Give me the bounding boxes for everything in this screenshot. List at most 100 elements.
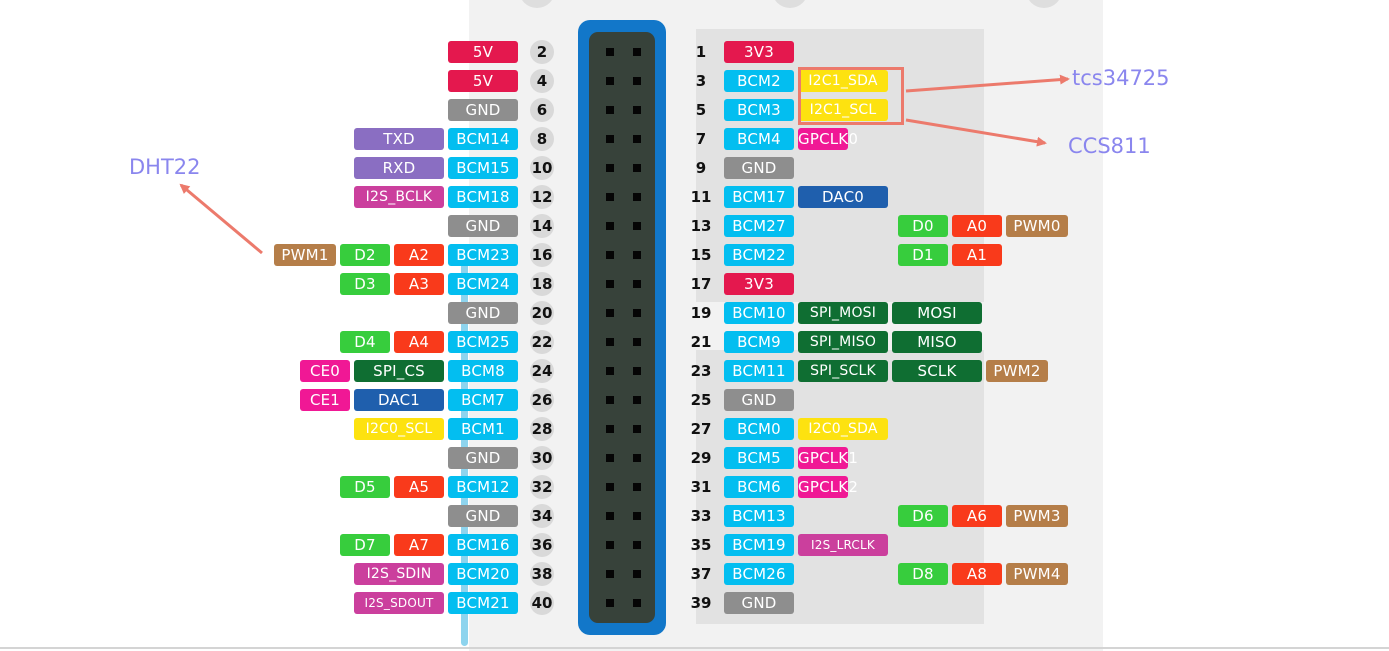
pin-label-clk: GPCLK0 [798, 128, 859, 150]
pin-label-uart: RXD [354, 157, 444, 179]
pin-label-bcm: BCM21 [448, 592, 518, 614]
header-pin [633, 599, 641, 607]
ccs811-arrow [905, 118, 1047, 147]
pin-number: 33 [690, 507, 712, 525]
header-pin [606, 570, 614, 578]
pin-label-dig: D3 [340, 273, 390, 295]
pin-label-uart: TXD [354, 128, 444, 150]
pin-label-clk: GPCLK1 [798, 447, 859, 469]
pin-number: 6 [530, 98, 554, 122]
pin-number: 39 [690, 594, 712, 612]
pin-label-clk: GPCLK2 [798, 476, 859, 498]
header-pin [606, 48, 614, 56]
mounting-hole [1026, 0, 1062, 8]
header-pin [633, 48, 641, 56]
pin-label-bcm: BCM19 [724, 534, 794, 556]
pin-label-i2s: I2S_SDOUT [354, 592, 444, 614]
pin-label-gnd: GND [448, 99, 518, 121]
pin-number: 27 [690, 420, 712, 438]
pin-number: 14 [530, 214, 554, 238]
pin-label-dig: D1 [898, 244, 948, 266]
dht22-arrow [179, 183, 263, 255]
pin-number: 37 [690, 565, 712, 583]
pin-label-bcm: BCM24 [448, 273, 518, 295]
pin-number: 28 [530, 417, 554, 441]
pin-label-spi: SPI_SCLK [798, 360, 888, 382]
header-pin [633, 222, 641, 230]
pin-label-dig: D8 [898, 563, 948, 585]
header-pin [606, 483, 614, 491]
pin-number: 1 [695, 43, 707, 61]
pin-label-bcm: BCM12 [448, 476, 518, 498]
pin-label-ana: A7 [394, 534, 444, 556]
pin-label-bcm: BCM4 [724, 128, 794, 150]
pin-label-dig: D4 [340, 331, 390, 353]
pin-label-i2s: I2S_LRCLK [798, 534, 888, 556]
pin-label-bcm: BCM1 [448, 418, 518, 440]
pin-label-power: 5V [448, 70, 518, 92]
pin-label-ana: A3 [394, 273, 444, 295]
pin-label-i2c: I2C1_SDA [798, 70, 888, 92]
pin-label-spi: SPI_MOSI [798, 302, 888, 324]
pin-number: 5 [695, 101, 707, 119]
pin-label-ana: A8 [952, 563, 1002, 585]
header-pin [633, 367, 641, 375]
pin-label-dig: D7 [340, 534, 390, 556]
pin-label-bcm: BCM22 [724, 244, 794, 266]
header-pin [633, 164, 641, 172]
pin-label-gnd: GND [724, 157, 794, 179]
gpio-header [578, 20, 666, 635]
pin-number: 4 [530, 69, 554, 93]
pin-number: 22 [530, 330, 554, 354]
pin-label-bcm: BCM7 [448, 389, 518, 411]
pin-label-i2c: I2C1_SCL [798, 99, 888, 121]
header-pin [633, 251, 641, 259]
pin-number: 15 [690, 246, 712, 264]
pin-label-bcm: BCM5 [724, 447, 794, 469]
pin-label-bcm: BCM3 [724, 99, 794, 121]
header-pin [606, 309, 614, 317]
pin-label-clk: CE0 [300, 360, 350, 382]
pin-label-bcm: BCM25 [448, 331, 518, 353]
pin-label-clk: CE1 [300, 389, 350, 411]
pin-label-bcm: BCM8 [448, 360, 518, 382]
pin-number: 23 [690, 362, 712, 380]
pin-label-i2s: I2S_BCLK [354, 186, 444, 208]
pin-number: 30 [530, 446, 554, 470]
pin-label-dac: DAC0 [798, 186, 888, 208]
pin-number: 10 [530, 156, 554, 180]
pin-number: 19 [690, 304, 712, 322]
pin-label-ana: A4 [394, 331, 444, 353]
pin-label-spi: SPI_CS [354, 360, 444, 382]
pin-label-dig: D0 [898, 215, 948, 237]
pin-label-bcm: BCM9 [724, 331, 794, 353]
pin-label-bcm: BCM16 [448, 534, 518, 556]
header-pin [633, 512, 641, 520]
header-pin [633, 483, 641, 491]
pin-label-gnd: GND [724, 592, 794, 614]
pin-label-gnd: GND [448, 447, 518, 469]
pin-number: 12 [530, 185, 554, 209]
pin-number: 11 [690, 188, 712, 206]
pin-label-bcm: BCM10 [724, 302, 794, 324]
header-pin [633, 454, 641, 462]
pin-label-gnd: GND [724, 389, 794, 411]
bottom-divider [0, 647, 1389, 649]
pin-label-bcm: BCM13 [724, 505, 794, 527]
header-pin [633, 280, 641, 288]
header-pin [633, 106, 641, 114]
pin-label-dig: D5 [340, 476, 390, 498]
pin-label-power: 3V3 [724, 273, 794, 295]
pin-number: 13 [690, 217, 712, 235]
pin-label-spi: MOSI [892, 302, 982, 324]
pin-label-bcm: BCM17 [724, 186, 794, 208]
pin-label-pwm: PWM4 [1006, 563, 1068, 585]
pin-number: 21 [690, 333, 712, 351]
ccs811-label: CCS811 [1068, 134, 1151, 158]
pin-number: 35 [690, 536, 712, 554]
header-pin [633, 425, 641, 433]
tcs34725-arrow [905, 74, 1070, 93]
header-pin [606, 77, 614, 85]
pin-number: 31 [690, 478, 712, 496]
